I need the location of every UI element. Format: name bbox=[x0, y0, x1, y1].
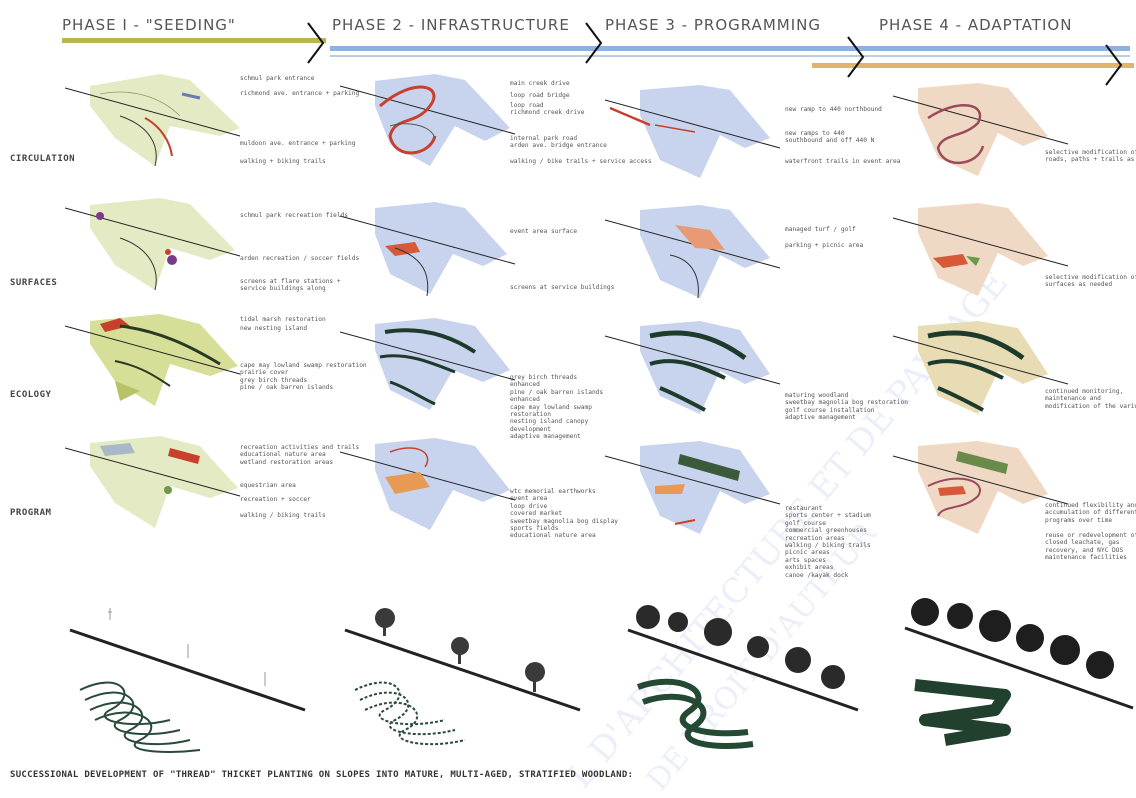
note-p1-surf-3: screens at flare stations + service buil… bbox=[240, 278, 341, 293]
note-p3-circ-3: waterfront trails in event area bbox=[785, 158, 900, 165]
map-p2-program bbox=[335, 432, 525, 542]
note-p1-prog-1: recreation activities and trails educati… bbox=[240, 444, 359, 466]
note-p1-surf-1: schmul park recreation fields bbox=[240, 212, 348, 219]
note-p2-circ-2: loop road bridge bbox=[510, 92, 570, 99]
note-p2-eco-1: grey birch threads enhanced pine / oak b… bbox=[510, 374, 603, 441]
chevron-3-icon bbox=[845, 34, 867, 80]
map-p4-surfaces bbox=[888, 198, 1078, 308]
note-p1-eco-1: tidal marsh restoration bbox=[240, 316, 326, 323]
note-p1-eco-3: cape may lowland swamp restoration prair… bbox=[240, 362, 367, 392]
map-p1-circulation bbox=[60, 66, 250, 176]
row-label-ecology: ECOLOGY bbox=[10, 390, 51, 400]
note-p2-circ-1: main creek drive bbox=[510, 80, 570, 87]
note-p1-prog-2: equestrian area bbox=[240, 482, 296, 489]
map-p3-ecology bbox=[600, 316, 790, 426]
note-p3-surf-2: parking + picnic area bbox=[785, 242, 863, 249]
note-p1-circ-3: muldoon ave. entrance + parking bbox=[240, 140, 355, 147]
slope-section-4 bbox=[885, 590, 1135, 755]
chevron-4-icon bbox=[1103, 42, 1125, 88]
phase-1-bar bbox=[62, 38, 326, 43]
map-p1-ecology bbox=[60, 306, 250, 416]
note-p4-circ-1: selective modification of roads, paths +… bbox=[1045, 149, 1136, 164]
note-p2-circ-5: walking / bike trails + service access bbox=[510, 158, 652, 165]
note-p3-eco-1: maturing woodland sweetbay magnolia bog … bbox=[785, 392, 908, 422]
note-p1-circ-2: richmond ave. entrance + parking bbox=[240, 90, 359, 97]
note-p3-circ-2: new ramps to 440 southbound and off 440 … bbox=[785, 130, 874, 145]
note-p1-eco-2: new nesting island bbox=[240, 325, 307, 332]
map-p3-program bbox=[600, 436, 790, 546]
chevron-1-icon bbox=[305, 20, 327, 66]
bottom-caption: SUCCESSIONAL DEVELOPMENT OF "THREAD" THI… bbox=[10, 770, 633, 780]
map-p3-surfaces bbox=[600, 200, 790, 310]
row-label-surfaces: SURFACES bbox=[10, 278, 57, 288]
note-p3-surf-1: managed turf / golf bbox=[785, 226, 856, 233]
map-p2-surfaces bbox=[335, 196, 525, 306]
note-p2-circ-3: loop road richmond creek drive bbox=[510, 102, 585, 117]
map-p4-program bbox=[888, 436, 1078, 546]
note-p1-prog-3: recreation + soccer bbox=[240, 496, 311, 503]
note-p1-circ-1: schmul park entrance bbox=[240, 75, 315, 82]
slope-section-3 bbox=[608, 592, 868, 757]
note-p2-circ-4: internal park road arden ave. bridge ent… bbox=[510, 135, 607, 150]
phase-4-title: PHASE 4 - ADAPTATION bbox=[879, 16, 1072, 34]
note-p4-prog-1: continued flexibility and accumulation o… bbox=[1045, 502, 1136, 524]
map-p2-circulation bbox=[335, 66, 525, 176]
phase-2-title: PHASE 2 - INFRASTRUCTURE bbox=[332, 16, 570, 34]
note-p3-prog-1: restaurant sports center + stadium golf … bbox=[785, 505, 871, 579]
slope-section-2 bbox=[335, 600, 595, 760]
note-p2-surf-1: event area surface bbox=[510, 228, 577, 235]
note-p2-surf-2: screens at service buildings bbox=[510, 284, 614, 291]
phase-2-bar bbox=[330, 46, 1130, 51]
row-label-program: PROGRAM bbox=[10, 508, 51, 518]
phase-3-title: PHASE 3 - PROGRAMMING bbox=[605, 16, 821, 34]
slope-section-1 bbox=[60, 600, 320, 760]
map-p3-circulation bbox=[600, 80, 790, 190]
note-p4-eco-1: continued monitoring, maintenance and mo… bbox=[1045, 388, 1136, 410]
note-p1-circ-4: walking + biking trails bbox=[240, 158, 326, 165]
note-p1-surf-2: arden recreation / soccer fields bbox=[240, 255, 359, 262]
map-p1-surfaces bbox=[60, 190, 250, 300]
note-p3-circ-1: new ramp to 440 northbound bbox=[785, 106, 882, 113]
note-p1-prog-4: walking / biking trails bbox=[240, 512, 326, 519]
phase-1-title: PHASE I - "SEEDING" bbox=[62, 16, 236, 34]
note-p4-prog-2: reuse or redevelopment of closed leachat… bbox=[1045, 532, 1136, 562]
note-p4-surf-1: selective modification of surfaces as ne… bbox=[1045, 274, 1136, 289]
phase-2-bar-thin bbox=[330, 55, 1130, 57]
note-p2-prog-1: wtc memorial earthworks event area loop … bbox=[510, 488, 618, 540]
map-p1-program bbox=[60, 428, 250, 538]
chevron-2-icon bbox=[583, 20, 605, 66]
map-p4-circulation bbox=[888, 78, 1078, 188]
